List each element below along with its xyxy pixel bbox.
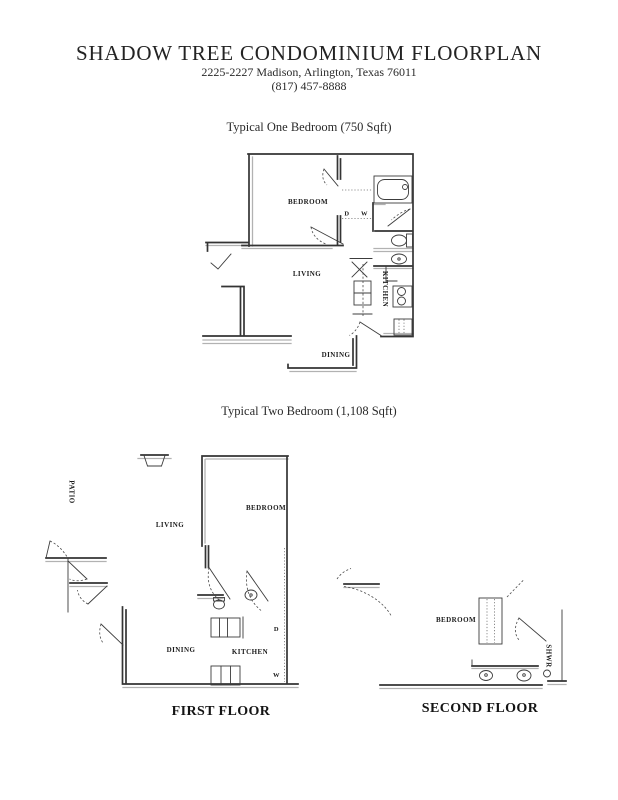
kitchen-label: KITCHEN <box>232 648 268 656</box>
fireplace <box>143 454 166 467</box>
half-bath-sink <box>244 589 258 601</box>
two-bedroom-first-floor-plan: PATIO LIVING BEDROOM DINING KITCHEN D W <box>45 454 299 689</box>
kitchen-peninsula-sink <box>349 258 373 316</box>
washer-label: W <box>273 672 280 679</box>
kitchen-range <box>210 665 241 686</box>
doors <box>336 568 547 642</box>
kitchen-label: KITCHEN <box>381 271 389 307</box>
walls <box>45 454 299 689</box>
bathroom-sink <box>391 253 407 265</box>
toilet <box>213 597 225 610</box>
vanity-sinks <box>479 669 532 682</box>
bathtub <box>373 175 413 204</box>
dryer-label: D <box>274 626 279 633</box>
shower-label: SHWR <box>545 644 553 668</box>
room-labels: BEDROOM SHWR <box>436 616 553 668</box>
shower-drain <box>543 669 551 678</box>
living-label: LIVING <box>293 270 321 278</box>
walls <box>343 583 567 690</box>
page-title: SHADOW TREE CONDOMINIUM FLOORPLAN <box>75 41 543 65</box>
first-floor-label: FIRST FLOOR <box>171 704 271 719</box>
bedroom-label: BEDROOM <box>436 616 476 624</box>
address-line: 2225-2227 Madison, Arlington, Texas 7601… <box>201 65 417 79</box>
document-header: SHADOW TREE CONDOMINIUM FLOORPLAN 2225-2… <box>0 41 618 94</box>
doors <box>210 168 411 337</box>
bedroom-label: BEDROOM <box>246 504 286 512</box>
room-labels: PATIO LIVING BEDROOM DINING KITCHEN D W <box>68 480 286 679</box>
phone-line: (817) 457-8888 <box>271 79 347 93</box>
kitchen-cabinet <box>210 617 241 638</box>
one-bedroom-floorplan: BEDROOM D W LIVING KITCHEN DINING <box>202 153 414 373</box>
two-bedroom-caption: Typical Two Bedroom (1,108 Sqft) <box>221 404 397 418</box>
walls <box>202 153 414 373</box>
washer-label: W <box>361 211 368 218</box>
living-label: LIVING <box>156 521 184 529</box>
two-bedroom-second-floor-plan: BEDROOM SHWR <box>336 568 567 690</box>
bedroom-label: BEDROOM <box>288 198 328 206</box>
dining-label: DINING <box>322 351 351 359</box>
dishwasher <box>393 318 413 336</box>
room-labels: BEDROOM D W LIVING KITCHEN DINING <box>288 198 389 359</box>
one-bedroom-caption: Typical One Bedroom (750 Sqft) <box>226 120 392 134</box>
dryer-label: D <box>344 211 349 218</box>
second-floor-label: SECOND FLOOR <box>421 701 539 716</box>
dining-label: DINING <box>167 646 196 654</box>
doors <box>45 540 269 646</box>
toilet <box>391 233 413 248</box>
kitchen-range <box>385 266 413 308</box>
patio-label: PATIO <box>68 480 76 503</box>
closet <box>478 597 503 645</box>
